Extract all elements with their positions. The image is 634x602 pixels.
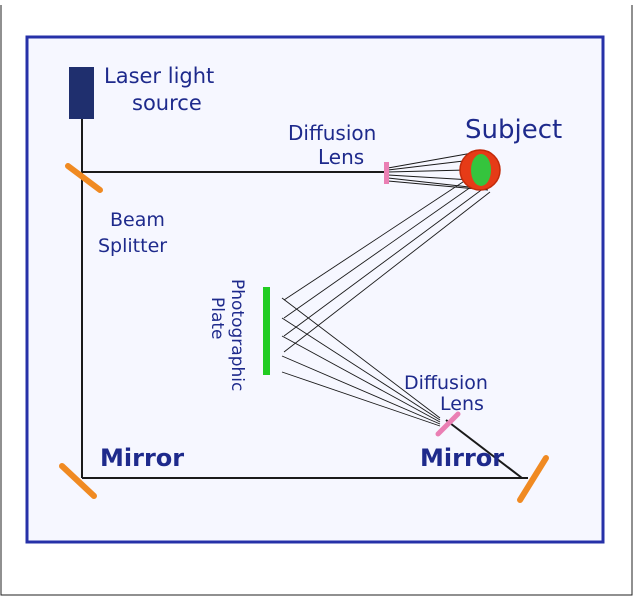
beam-mirror-to-lens <box>445 419 523 479</box>
laser-source <box>69 67 94 119</box>
diagram-frame <box>25 35 605 544</box>
photographic-plate <box>263 287 270 375</box>
diffusion-lens-top <box>384 162 389 184</box>
mirror-left-label: Mirror <box>100 444 184 472</box>
mirror-left <box>59 463 97 499</box>
laser-label-line2: source <box>132 91 202 115</box>
beam-splitter-label-line2: Splitter <box>98 235 167 257</box>
photographic-plate-label: Photographic Plate <box>207 279 247 391</box>
photographic-plate-label-line1: Photographic <box>227 279 247 391</box>
diffusion-lens-top-label-line1: Diffusion <box>288 121 376 145</box>
subject-label: Subject <box>465 115 562 145</box>
top-band <box>0 0 634 5</box>
reference-beam-rays <box>281 297 441 427</box>
beam-splitter-label-line1: Beam <box>110 209 165 231</box>
diffusion-lens-top-label-line2: Lens <box>318 145 364 169</box>
mirror-right-label: Mirror <box>420 444 504 472</box>
beam-splitter <box>65 163 103 193</box>
diffusion-lens-bottom-label-line1: Diffusion <box>404 372 488 394</box>
subject-object <box>459 149 501 191</box>
photographic-plate-label-line2: Plate <box>207 297 227 340</box>
mirror-right <box>517 455 549 503</box>
diffusion-lens-bottom-label-line2: Lens <box>440 393 484 415</box>
beam-paths <box>81 118 528 479</box>
laser-label-line1: Laser light <box>104 64 214 88</box>
subject-illumination-rays <box>387 151 489 191</box>
diffusion-lens-bottom <box>435 411 461 437</box>
